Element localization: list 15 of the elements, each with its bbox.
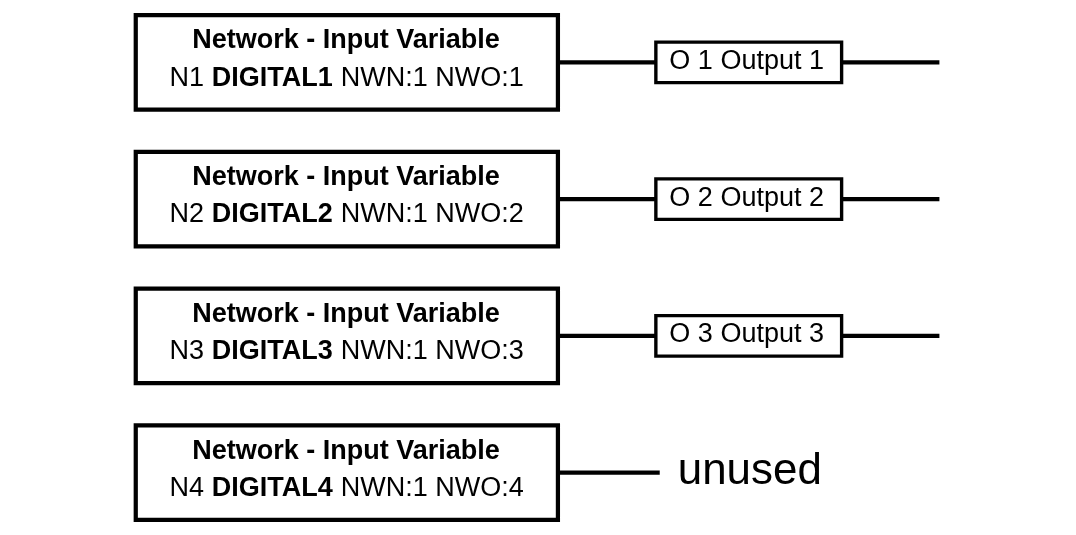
node-box: Network - Input Variable N2 DIGITAL2 NWN:1 NWO:2: [133, 149, 560, 249]
connector: [557, 60, 655, 65]
connector: [841, 197, 939, 202]
node-box: O 1 Output 1: [653, 40, 843, 85]
node-box: Network - Input Variable N1 DIGITAL1 NWN:1 NWO:1: [133, 12, 560, 112]
connector: [557, 197, 655, 202]
node-box: Network - Input Variable N3 DIGITAL3 NWN:1 NWO:3: [133, 286, 560, 386]
connector: [557, 470, 660, 475]
connector: [557, 333, 655, 338]
node-text: unused: [677, 444, 822, 494]
connector: [841, 333, 939, 338]
connector: [841, 60, 939, 65]
node-box: Network - Input Variable N4 DIGITAL4 NWN:1 NWO:4: [133, 423, 560, 523]
node-box: O 3 Output 3: [653, 313, 843, 358]
node-box: O 2 Output 2: [653, 177, 843, 222]
